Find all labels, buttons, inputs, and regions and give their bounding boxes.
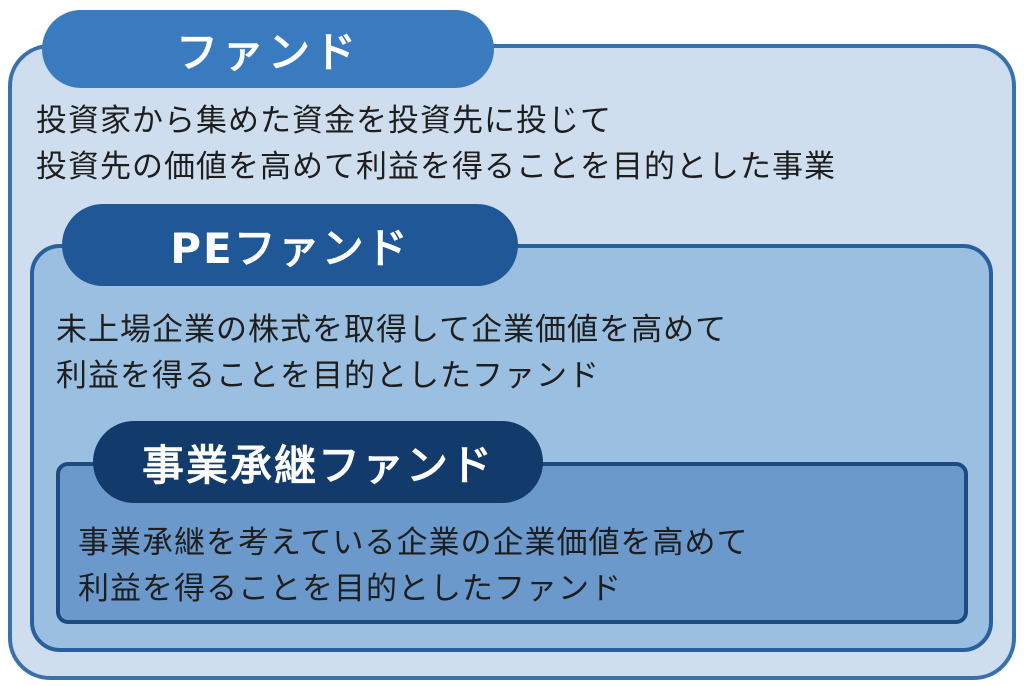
fund-description-line-1: 投資家から集めた資金を投資先に投じて: [36, 103, 612, 139]
succession-fund-title: 事業承継ファンド: [93, 421, 543, 503]
fund-title: ファンド: [42, 10, 494, 88]
succession-fund-description-line-1: 事業承継を考えている企業の企業価値を高めて: [78, 525, 749, 561]
pe-fund-description-line-1: 未上場企業の株式を取得して企業価値を高めて: [56, 312, 728, 348]
succession-fund-description: 事業承継を考えている企業の企業価値を高めて 利益を得ることを目的としたファンド: [78, 520, 748, 612]
fund-description-line-2: 投資先の価値を高めて利益を得ることを目的とした事業: [36, 149, 836, 185]
fund-description: 投資家から集めた資金を投資先に投じて 投資先の価値を高めて利益を得ることを目的と…: [36, 98, 836, 190]
pe-fund-description: 未上場企業の株式を取得して企業価値を高めて 利益を得ることを目的としたファンド: [56, 307, 727, 399]
succession-fund-description-line-2: 利益を得ることを目的としたファンド: [78, 571, 622, 607]
pe-fund-title: PEファンド: [62, 204, 518, 286]
pe-fund-description-line-2: 利益を得ることを目的としたファンド: [56, 358, 600, 394]
